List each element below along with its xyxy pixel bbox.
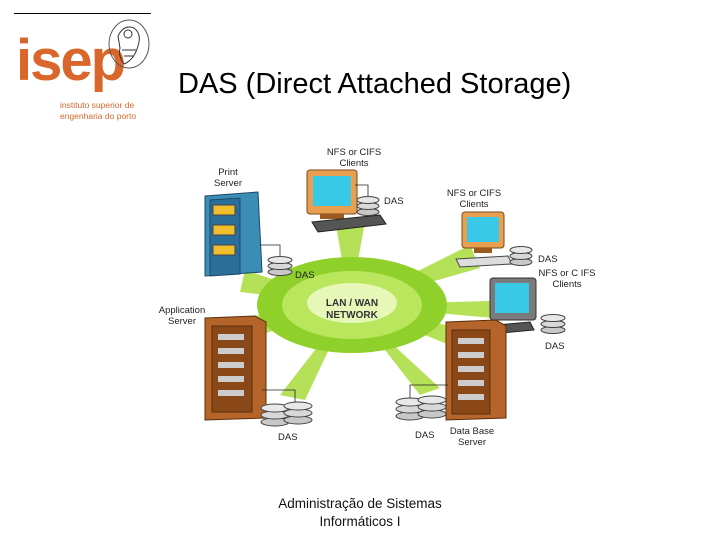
footer-line1: Administração de Sistemas xyxy=(278,496,442,511)
right-client-workstation-1 xyxy=(455,211,513,268)
database-server xyxy=(445,319,507,421)
db-server-das-disks xyxy=(395,395,447,421)
print-server-das-disks xyxy=(267,256,293,276)
top-rule xyxy=(14,13,151,14)
right-client-1-das-label: DAS xyxy=(538,254,558,265)
top-das-label: DAS xyxy=(384,196,404,207)
db-server-label-line1: Data Base xyxy=(450,426,494,437)
app-server-label-line2: Server xyxy=(168,316,196,327)
print-das-label: DAS xyxy=(295,270,315,281)
slide-footer: Administração de Sistemas Informáticos I xyxy=(220,495,500,531)
app-server-das-disks xyxy=(260,401,313,427)
right-client-1-das-disks xyxy=(509,246,533,266)
logo-subtitle-line1: instituto superior de xyxy=(60,100,135,110)
top-clients-label-line2: Clients xyxy=(339,158,368,169)
right-clients-2-label-line2: Clients xyxy=(552,279,581,290)
top-clients-label-line1: NFS or CIFS xyxy=(327,147,381,158)
app-das-label: DAS xyxy=(278,432,298,443)
right-client-2-das-disks xyxy=(540,314,566,334)
footer-line2: Informáticos I xyxy=(319,514,401,529)
db-server-label-line2: Server xyxy=(458,437,486,448)
print-server xyxy=(204,191,263,277)
isep-emblem-icon xyxy=(108,19,150,69)
right-clients-label-line1: NFS or CIFS xyxy=(447,188,501,199)
db-das-label: DAS xyxy=(415,430,435,441)
right-client-2-das-label: DAS xyxy=(545,341,565,352)
right-clients-2-label-line1: NFS or C IFS xyxy=(538,268,595,279)
network-label-line1: LAN / WAN xyxy=(326,298,378,309)
slide-title: DAS (Direct Attached Storage) xyxy=(178,68,572,100)
network-label-line2: NETWORK xyxy=(326,310,378,321)
top-client-workstation xyxy=(306,169,387,233)
logo-subtitle-line2: engenharia do porto xyxy=(60,111,137,121)
network-star xyxy=(232,220,520,400)
isep-logo-subtitle: instituto superior de engenharia do port… xyxy=(60,100,136,122)
right-client-workstation-2 xyxy=(485,277,537,335)
app-server-label-line1: Application xyxy=(159,305,205,316)
application-server xyxy=(204,315,267,421)
top-client-das-disks xyxy=(356,196,380,216)
right-clients-label-line2: Clients xyxy=(459,199,488,210)
print-server-label-line2: Server xyxy=(214,178,242,189)
isep-logo-wordmark: isep xyxy=(16,28,126,93)
print-server-label-line1: Print xyxy=(218,167,238,178)
